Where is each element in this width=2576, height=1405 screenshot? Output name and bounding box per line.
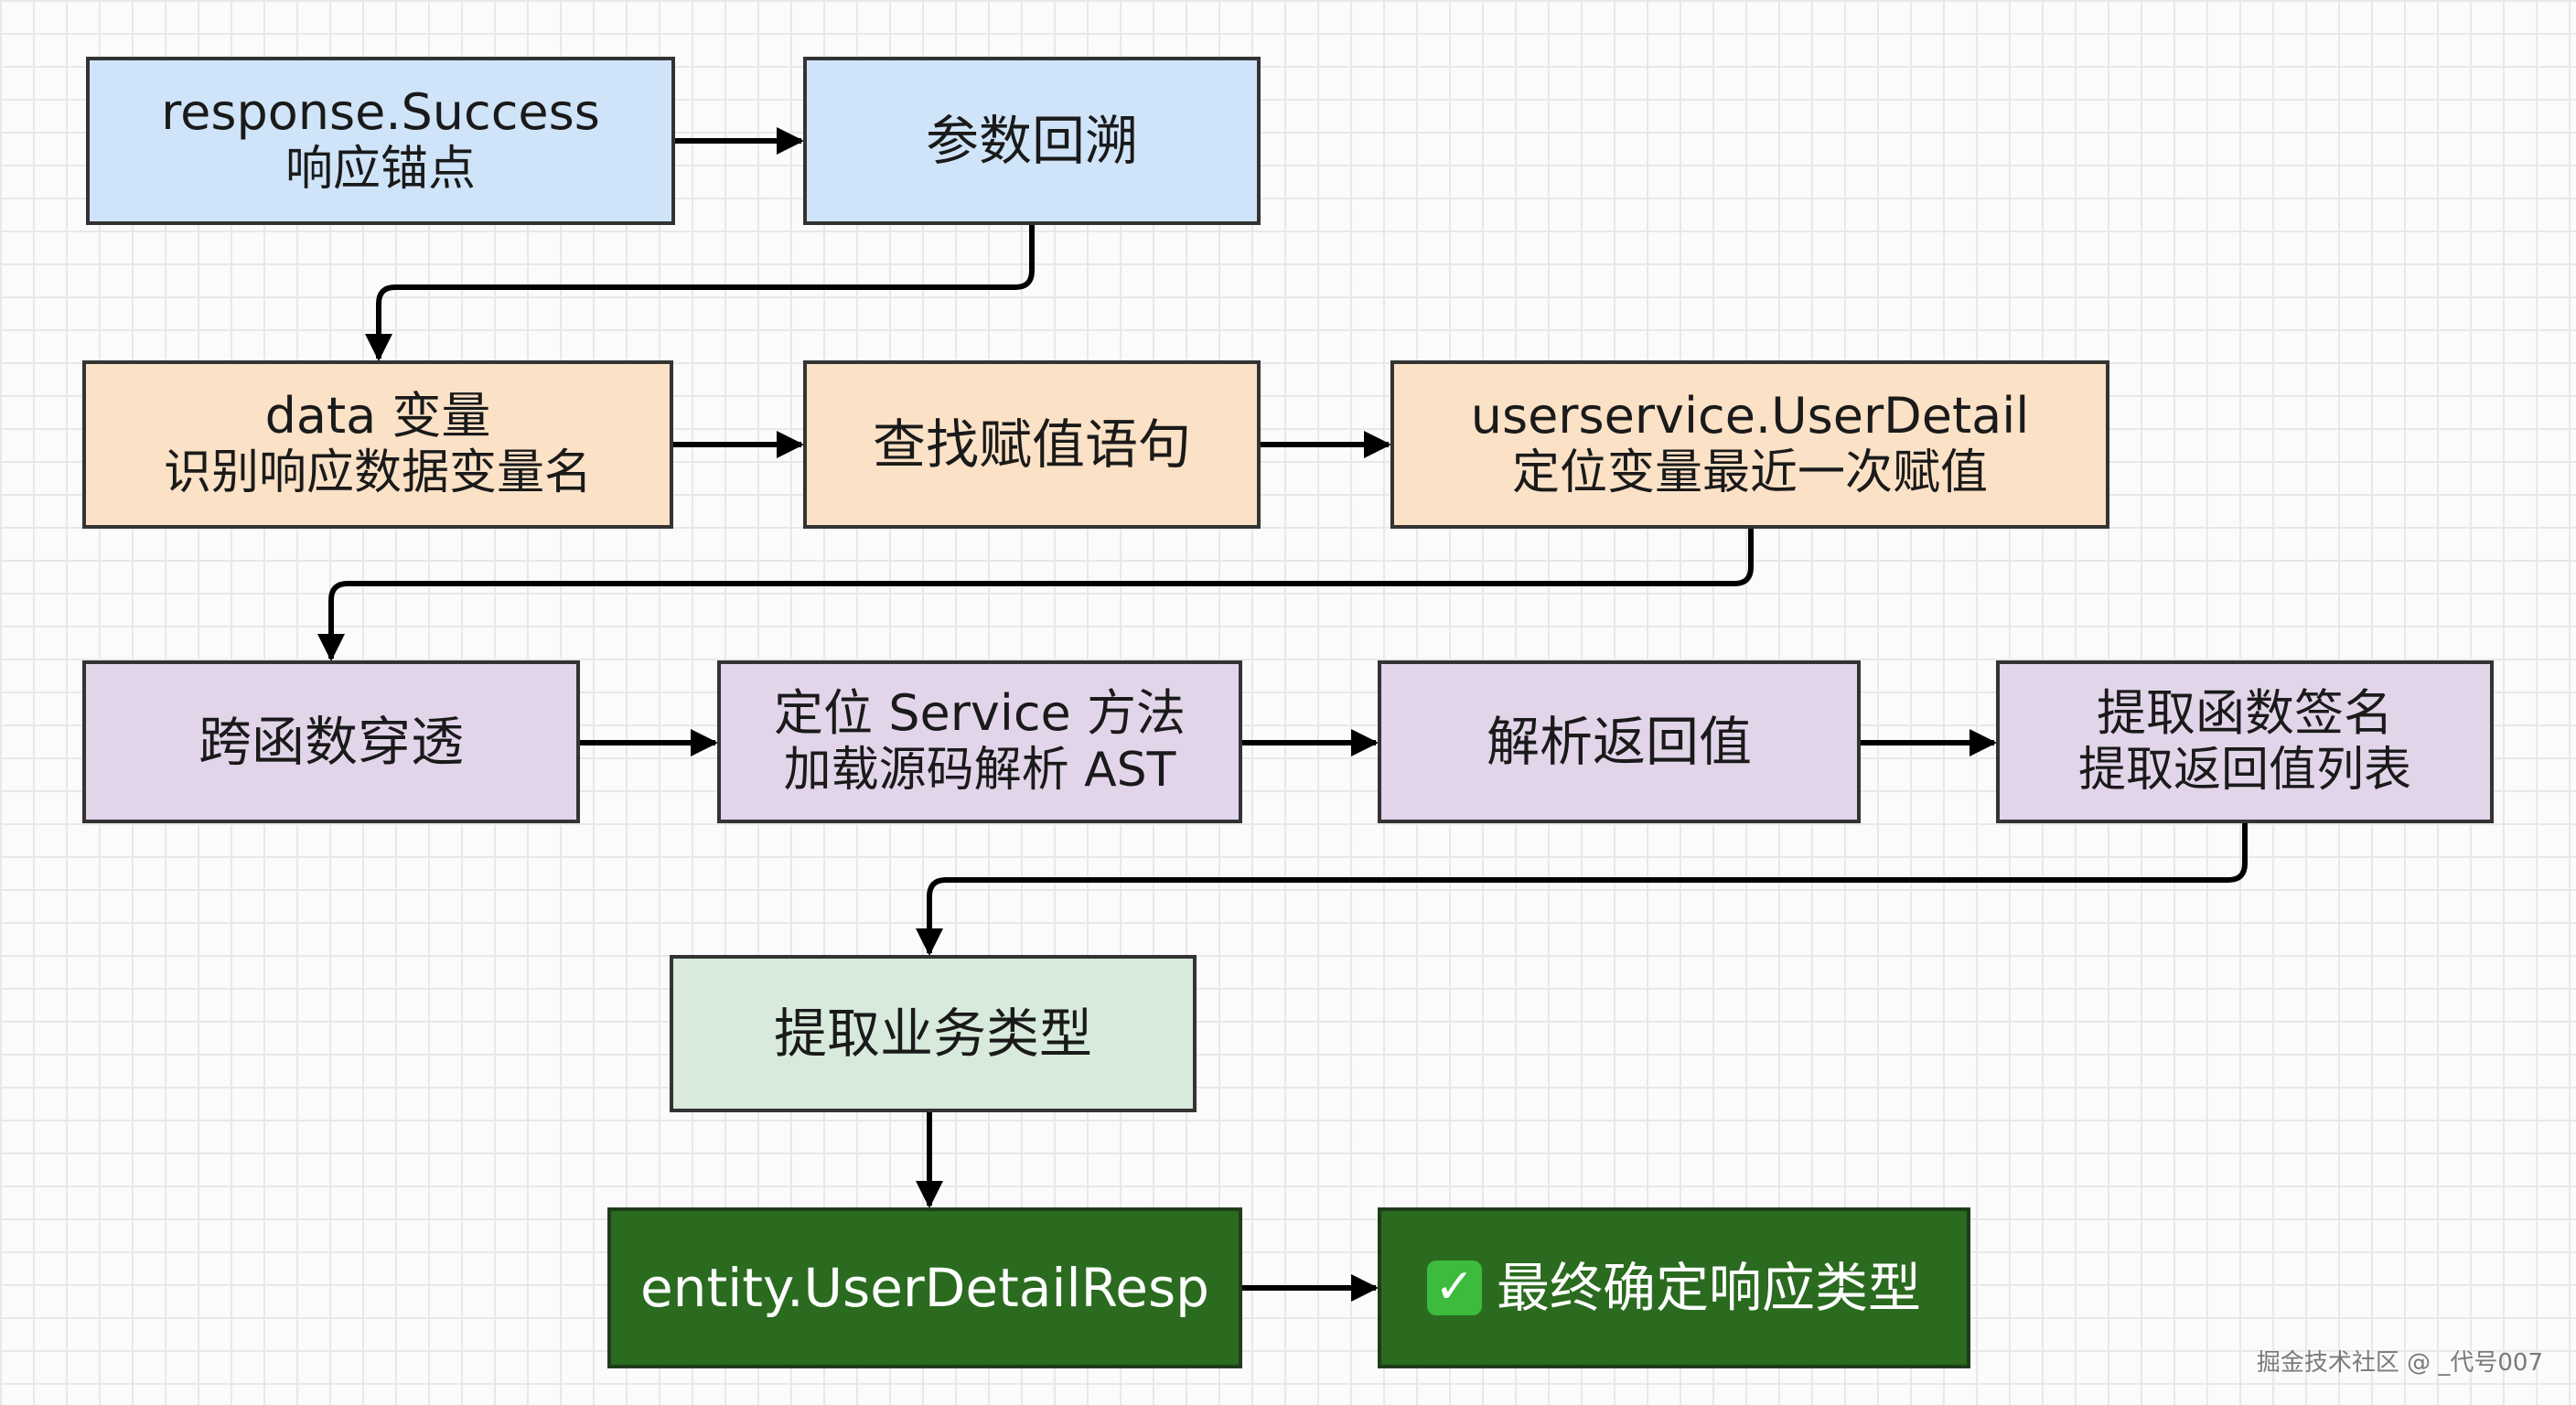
- edge-n2-n3: [365, 225, 1035, 361]
- node-final-response-type[interactable]: ✓ 最终确定响应类型: [1378, 1207, 1970, 1368]
- node-title: 参数回溯: [925, 109, 1138, 172]
- node-title: 提取函数签名: [2097, 684, 2393, 743]
- node-extract-business-type[interactable]: 提取业务类型: [670, 955, 1197, 1112]
- node-title: 定位 Service 方法: [774, 684, 1186, 743]
- node-userservice-userdetail[interactable]: userservice.UserDetail 定位变量最近一次赋值: [1390, 360, 2109, 529]
- node-subtitle: 响应锚点: [284, 142, 476, 198]
- node-subtitle: 定位变量最近一次赋值: [1511, 445, 1988, 501]
- node-title: 解析返回值: [1486, 710, 1752, 773]
- node-subtitle: 提取返回值列表: [2077, 743, 2411, 799]
- node-subtitle: 识别响应数据变量名: [163, 445, 592, 501]
- watermark: 掘金技术社区 @ _代号007: [2256, 1349, 2543, 1377]
- node-title: 查找赋值语句: [872, 413, 1191, 476]
- node-data-variable[interactable]: data 变量 识别响应数据变量名: [82, 360, 673, 529]
- node-title: 跨函数穿透: [198, 710, 464, 773]
- node-title: 最终确定响应类型: [1496, 1256, 1921, 1319]
- node-parse-return[interactable]: 解析返回值: [1378, 660, 1861, 823]
- node-subtitle: 加载源码解析 AST: [783, 743, 1176, 799]
- node-response-success[interactable]: response.Success 响应锚点: [86, 57, 675, 225]
- node-title: entity.UserDetailResp: [640, 1256, 1209, 1319]
- node-cross-function[interactable]: 跨函数穿透: [82, 660, 580, 823]
- edge-n9-n10: [916, 823, 2248, 956]
- node-find-assignment[interactable]: 查找赋值语句: [803, 360, 1261, 529]
- node-param-backtrace[interactable]: 参数回溯: [803, 57, 1261, 225]
- node-title-row: ✓ 最终确定响应类型: [1426, 1256, 1921, 1319]
- node-title: 提取业务类型: [773, 1002, 1092, 1065]
- check-mark-icon: ✓: [1426, 1260, 1482, 1315]
- node-title: response.Success: [161, 83, 600, 142]
- node-title: data 变量: [264, 387, 491, 445]
- node-locate-service[interactable]: 定位 Service 方法 加载源码解析 AST: [717, 660, 1242, 823]
- node-extract-signature[interactable]: 提取函数签名 提取返回值列表: [1996, 660, 2494, 823]
- node-entity-userdetailresp[interactable]: entity.UserDetailResp: [607, 1207, 1242, 1368]
- node-title: userservice.UserDetail: [1470, 387, 2030, 445]
- edge-n5-n6: [317, 529, 1754, 661]
